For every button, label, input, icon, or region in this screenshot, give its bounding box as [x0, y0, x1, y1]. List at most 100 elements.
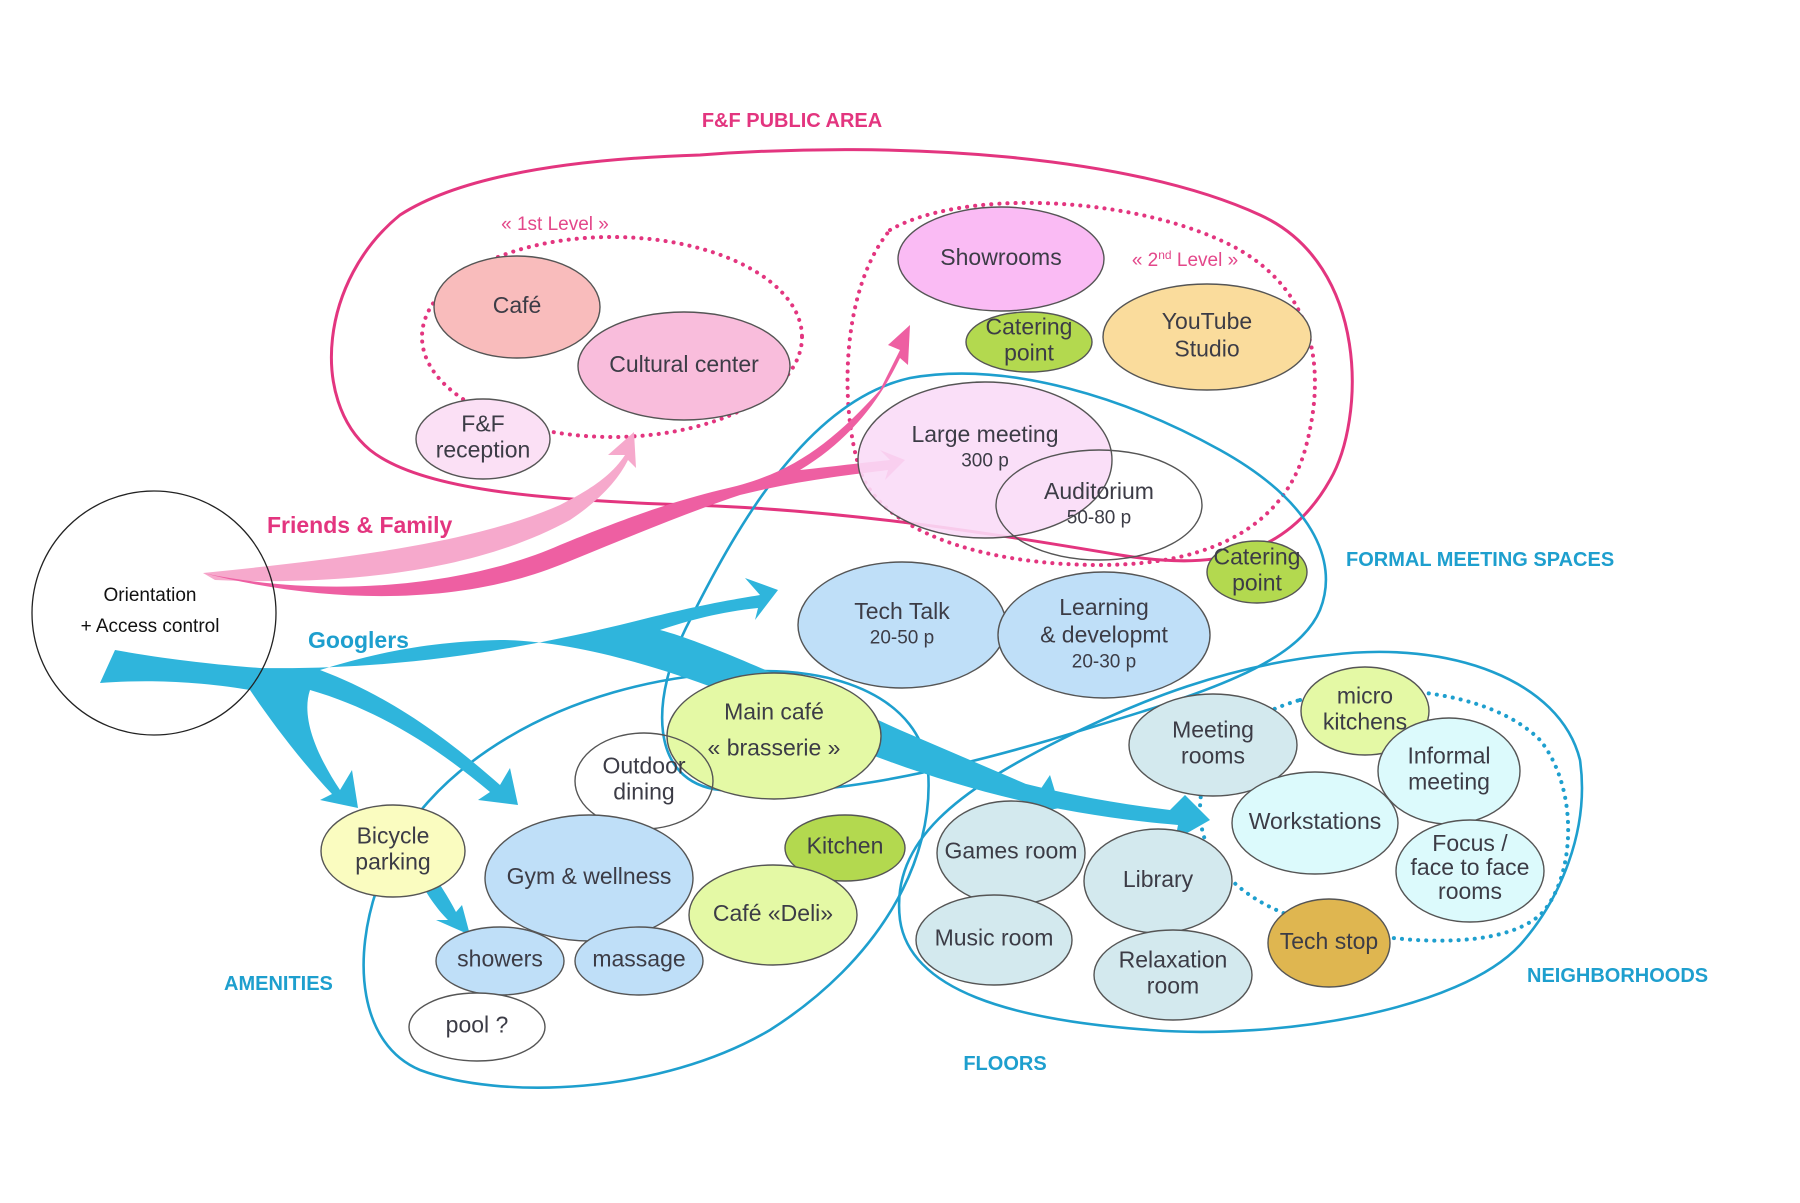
node-workstations: Workstations [1231, 771, 1399, 875]
second-level-label: « 2nd Level » [1132, 248, 1238, 271]
node-label: Café [493, 292, 542, 318]
node-label: Studio [1174, 336, 1239, 362]
ff-arrow-first-level [203, 432, 636, 582]
node-label: Library [1123, 866, 1194, 892]
node-bubble [415, 398, 551, 480]
node-label: F&F [461, 410, 504, 436]
node-tech-stop: Tech stop [1267, 898, 1391, 988]
node-label: room [1147, 973, 1199, 999]
node-bubble [997, 571, 1211, 699]
node-label: point [1004, 340, 1054, 366]
node-label: Games room [945, 838, 1078, 864]
second-level-outline [845, 200, 1317, 568]
node-bubble [433, 255, 601, 359]
node-label: micro [1337, 682, 1393, 708]
node-capacity: 50-80 p [1067, 508, 1131, 529]
node-showrooms: Showrooms [897, 206, 1105, 312]
node-bubble [688, 864, 858, 966]
node-tech-talk: Tech Talk 20-50 p [797, 561, 1007, 689]
orientation-label: Orientation [104, 585, 197, 606]
floors-outline [897, 650, 1584, 1034]
node-label: Bicycle [357, 822, 430, 848]
node-label: YouTube [1162, 308, 1252, 334]
node-label: dining [613, 779, 674, 805]
node-bubble [577, 311, 791, 421]
neighborhoods-outline [1197, 688, 1571, 943]
node-games-room: Games room [936, 800, 1086, 906]
node-label: pool ? [446, 1012, 509, 1038]
node-capacity: 20-50 p [870, 628, 934, 649]
node-label: parking [355, 849, 430, 875]
orientation-access-circle [31, 490, 277, 736]
node-gym-wellness: Gym & wellness [484, 814, 694, 942]
node-bubble [1128, 693, 1298, 797]
node-label: Catering [1214, 543, 1301, 569]
formal-meeting-label: FORMAL MEETING SPACES [1346, 549, 1614, 571]
neighborhoods-label: NEIGHBORHOODS [1527, 965, 1708, 987]
node-cafe: Café [433, 255, 601, 359]
node-bubble [965, 311, 1093, 373]
node-bubble [1093, 929, 1253, 1021]
node-bubble [915, 894, 1073, 986]
node-label: point [1232, 570, 1282, 596]
node-capacity: 300 p [961, 451, 1009, 472]
access-control-label: + Access control [81, 616, 220, 637]
node-label: kitchens [1323, 709, 1407, 735]
node-label: Catering [986, 313, 1073, 339]
node-label: Cultural center [609, 351, 759, 377]
node-bubble [320, 804, 466, 898]
node-bubble [574, 926, 704, 996]
node-label: showers [457, 946, 543, 972]
node-label: Large meeting [911, 421, 1058, 447]
node-label: Relaxation [1119, 946, 1228, 972]
node-cafe-deli: Café «Deli» [688, 864, 858, 966]
first-level-outline [420, 235, 804, 439]
node-label: Tech stop [1280, 928, 1378, 954]
node-bubble [784, 814, 906, 882]
node-bubble [1231, 771, 1399, 875]
amenities-label: AMENITIES [224, 973, 333, 995]
node-kitchen: Kitchen [784, 814, 906, 882]
first-level-label: « 1st Level » [501, 214, 609, 235]
node-massage: massage [574, 926, 704, 996]
node-label: rooms [1181, 743, 1245, 769]
node-label: Gym & wellness [507, 863, 672, 889]
node-showers: showers [435, 926, 565, 996]
node-label: & developmt [1040, 622, 1168, 648]
node-bubble [995, 449, 1203, 561]
node-bubble [797, 561, 1007, 689]
node-label: Tech Talk [854, 598, 950, 624]
node-label: Auditorium [1044, 478, 1154, 504]
ff-arrow-trunk [203, 325, 910, 597]
node-label: face to face [1411, 854, 1530, 880]
floors-label: FLOORS [963, 1053, 1046, 1075]
node-label: Kitchen [807, 833, 884, 859]
node-capacity: 20-30 p [1072, 651, 1136, 672]
node-main-cafe: Main café« brasserie » [666, 672, 882, 800]
node-large-meeting: Large meeting 300 p [857, 381, 1113, 539]
node-bubble [408, 992, 546, 1062]
node-bubble [1300, 666, 1430, 756]
googlers-label: Googlers [308, 627, 409, 653]
node-label: Focus / [1432, 830, 1508, 856]
node-label: Café «Deli» [713, 900, 833, 926]
node-label: Meeting [1172, 716, 1254, 742]
node-label: Workstations [1249, 808, 1382, 834]
friends-family-label: Friends & Family [267, 512, 453, 538]
node-cultural-center: Cultural center [577, 311, 791, 421]
node-bubble [857, 381, 1113, 539]
node-label: Learning [1059, 594, 1149, 620]
node-bubble [1206, 540, 1308, 604]
node-label: Informal [1407, 742, 1490, 768]
node-label: rooms [1438, 878, 1502, 904]
